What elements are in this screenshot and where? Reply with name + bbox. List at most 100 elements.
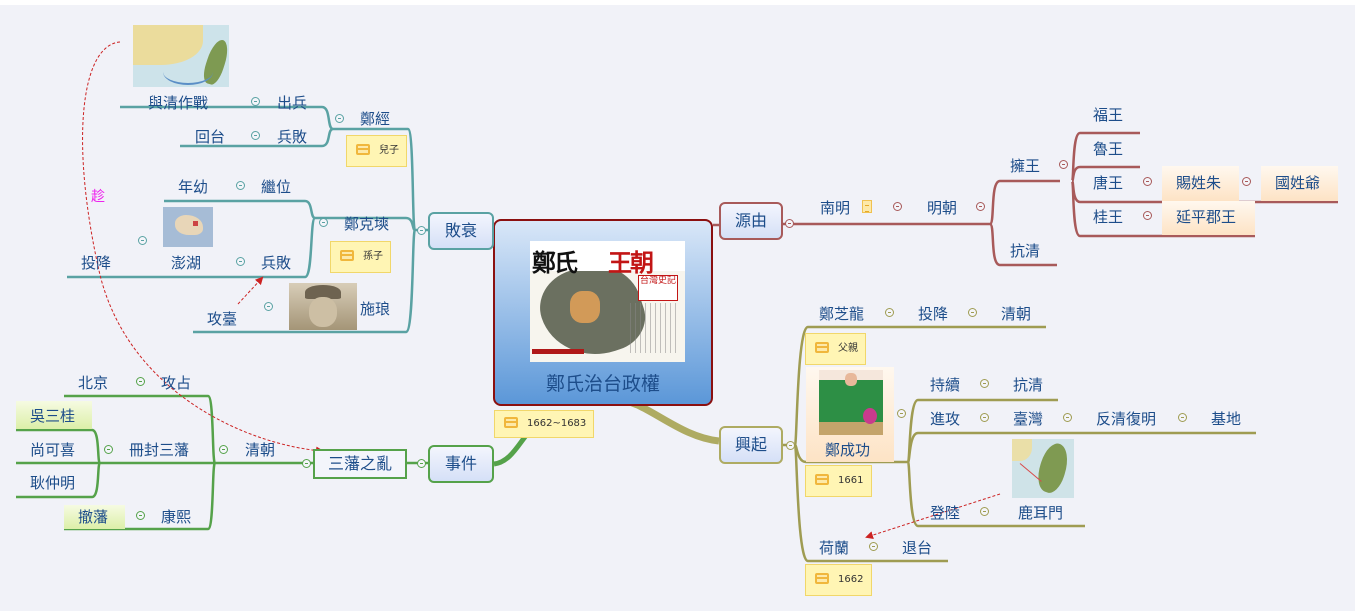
note-icon: [356, 144, 370, 155]
topic-yanping-bg[interactable]: [1162, 201, 1255, 235]
collapse-icon[interactable]: [1059, 160, 1068, 169]
topic-jidi[interactable]: 基地: [1211, 410, 1242, 428]
collapse-icon[interactable]: [236, 257, 245, 266]
topic-helan[interactable]: 荷蘭: [819, 539, 850, 557]
topic-tangwang[interactable]: 唐王: [1093, 174, 1124, 192]
topic-guoxingye-bg[interactable]: [1261, 166, 1338, 201]
collapse-icon[interactable]: [104, 445, 113, 454]
keshuang-note[interactable]: 孫子: [330, 241, 391, 273]
topic-penghu[interactable]: 澎湖: [171, 254, 202, 272]
topic-kangqing[interactable]: 抗清: [1010, 242, 1041, 260]
topic-taiwan[interactable]: 臺灣: [1013, 410, 1044, 428]
topic-kangxi[interactable]: 康熙: [161, 508, 192, 526]
topic-denglu[interactable]: 登陸: [930, 504, 961, 522]
collapse-icon[interactable]: [1063, 413, 1072, 422]
collapse-icon[interactable]: [1143, 211, 1152, 220]
father-note[interactable]: 父親: [805, 333, 866, 365]
collapse-icon[interactable]: [1143, 177, 1152, 186]
topic-yuqing[interactable]: 與清作戰: [148, 94, 209, 112]
topic-jingong[interactable]: 進攻: [930, 410, 961, 428]
collapse-icon[interactable]: [236, 181, 245, 190]
topic-cixingzhu[interactable]: 賜姓朱: [1176, 174, 1222, 192]
topic-wu[interactable]: 吳三桂: [30, 407, 76, 425]
collapse-icon[interactable]: [980, 413, 989, 422]
topic-wu-bg[interactable]: [16, 401, 92, 429]
central-note[interactable]: 1662~1683: [494, 410, 594, 438]
collapse-icon[interactable]: [138, 236, 147, 245]
collapse-icon[interactable]: [869, 542, 878, 551]
topic-zheng-jing[interactable]: 鄭經: [360, 110, 391, 128]
topic-cefeng[interactable]: 冊封三藩: [129, 441, 190, 459]
topic-jiwei[interactable]: 繼位: [261, 178, 292, 196]
helan-note[interactable]: 1662: [805, 564, 872, 596]
collapse-icon[interactable]: [1242, 177, 1251, 186]
topic-rise[interactable]: 興起: [719, 426, 783, 464]
topic-tuitai[interactable]: 退台: [902, 539, 933, 557]
document-icon[interactable]: [862, 200, 872, 213]
topic-cixingzhu-bg[interactable]: [1162, 166, 1239, 201]
topic-origin[interactable]: 源由: [719, 202, 783, 240]
topic-fuwang[interactable]: 福王: [1093, 106, 1124, 124]
topic-yongwang[interactable]: 擁王: [1010, 157, 1041, 175]
collapse-icon[interactable]: [968, 308, 977, 317]
topic-sanfan[interactable]: 三藩之亂: [313, 449, 407, 479]
collapse-icon[interactable]: [786, 441, 795, 450]
topic-guiwang[interactable]: 桂王: [1093, 208, 1124, 226]
collapse-icon[interactable]: [264, 302, 273, 311]
topic-beijing[interactable]: 北京: [78, 374, 109, 392]
collapse-icon[interactable]: [251, 131, 260, 140]
topic-luwang[interactable]: 魯王: [1093, 140, 1124, 158]
luermen-map-image: [1012, 439, 1074, 498]
topic-guoxingye[interactable]: 國姓爺: [1275, 174, 1321, 192]
collapse-icon[interactable]: [417, 226, 426, 235]
chenggong-note[interactable]: 1661: [805, 465, 872, 497]
topic-event-qing[interactable]: 清朝: [245, 441, 276, 459]
collapse-icon[interactable]: [136, 511, 145, 520]
topic-chefan-bg[interactable]: [64, 505, 125, 529]
collapse-icon[interactable]: [136, 377, 145, 386]
topic-event[interactable]: 事件: [428, 445, 494, 483]
topic-surrender[interactable]: 投降: [918, 305, 949, 323]
topic-bingbai2[interactable]: 兵敗: [261, 254, 292, 272]
topic-shilang[interactable]: 施琅: [360, 300, 391, 318]
jing-note[interactable]: 兒子: [346, 135, 407, 167]
topic-zheng-zhilong[interactable]: 鄭芝龍: [819, 305, 865, 323]
collapse-icon[interactable]: [976, 202, 985, 211]
topic-chefan[interactable]: 撤藩: [78, 508, 109, 526]
collapse-icon[interactable]: [251, 97, 260, 106]
collapse-icon[interactable]: [219, 445, 228, 454]
collapse-icon[interactable]: [785, 219, 794, 228]
collapse-icon[interactable]: [897, 409, 906, 418]
topic-touxiang[interactable]: 投降: [81, 254, 112, 272]
collapse-icon[interactable]: [885, 308, 894, 317]
topic-qing[interactable]: 清朝: [1001, 305, 1032, 323]
topic-geng[interactable]: 耿仲明: [30, 474, 76, 492]
topic-nianyou[interactable]: 年幼: [178, 178, 209, 196]
collapse-icon[interactable]: [1178, 413, 1187, 422]
topic-ming[interactable]: 明朝: [927, 199, 958, 217]
collapse-icon[interactable]: [893, 202, 902, 211]
topic-luermen[interactable]: 鹿耳門: [1018, 504, 1064, 522]
collapse-icon[interactable]: [335, 114, 344, 123]
topic-nanming[interactable]: 南明: [820, 199, 851, 217]
collapse-icon[interactable]: [302, 459, 311, 468]
topic-chixu[interactable]: 持續: [930, 376, 961, 394]
central-topic[interactable]: 鄭氏 王朝 台灣史記 鄭氏治台政權: [493, 219, 713, 406]
relation-label[interactable]: 趁: [91, 189, 105, 205]
topic-bingbai[interactable]: 兵敗: [277, 128, 308, 146]
topic-gongzhan[interactable]: 攻占: [161, 374, 192, 392]
topic-fanqing[interactable]: 反清復明: [1096, 410, 1157, 428]
topic-shang[interactable]: 尚可喜: [30, 441, 76, 459]
collapse-icon[interactable]: [319, 218, 328, 227]
collapse-icon[interactable]: [980, 379, 989, 388]
collapse-icon[interactable]: [417, 459, 426, 468]
topic-zheng-keshuang[interactable]: 鄭克塽: [344, 215, 390, 233]
topic-gongtai[interactable]: 攻臺: [207, 310, 238, 328]
collapse-icon[interactable]: [980, 507, 989, 516]
topic-chubing[interactable]: 出兵: [277, 94, 308, 112]
topic-decline[interactable]: 敗衰: [428, 212, 494, 250]
topic-huitai[interactable]: 回台: [195, 128, 226, 146]
topic-kangqing2[interactable]: 抗清: [1013, 376, 1044, 394]
topic-yanping[interactable]: 延平郡王: [1176, 208, 1237, 226]
topic-zheng-chenggong[interactable]: 鄭成功: [806, 367, 894, 462]
